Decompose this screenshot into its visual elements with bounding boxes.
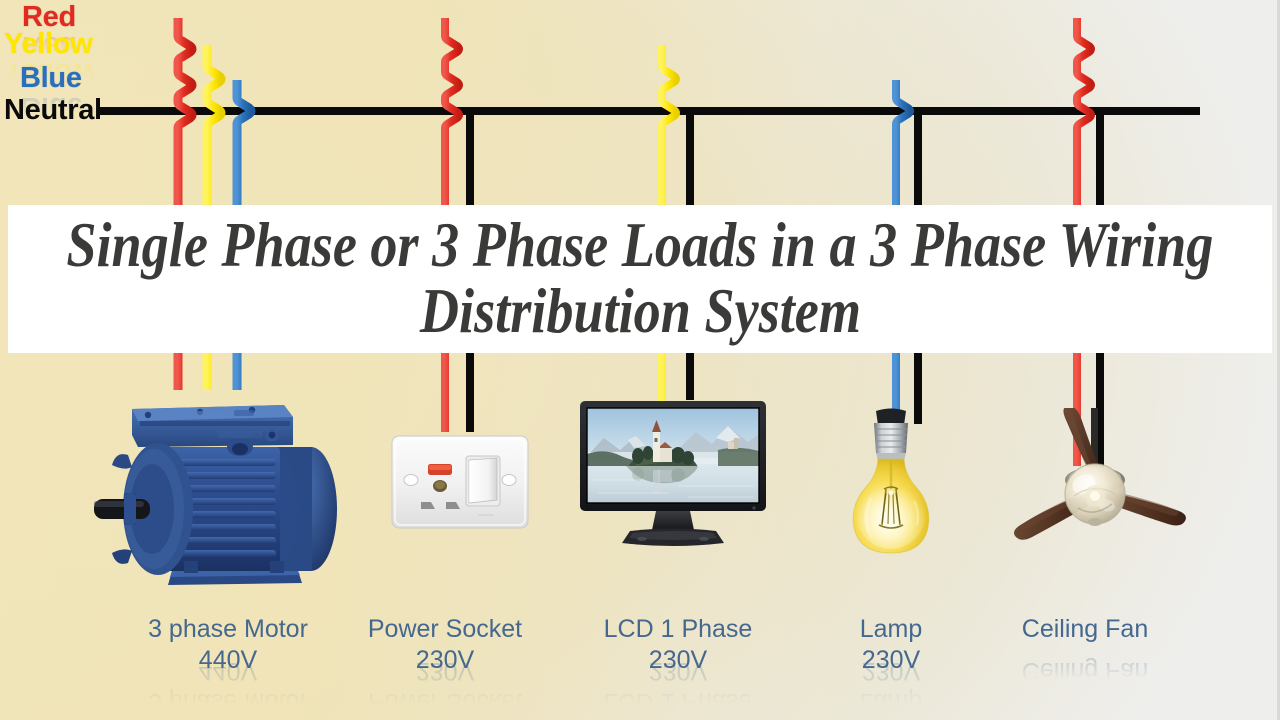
caption-lcd: LCD 1 Phase 230V	[578, 614, 778, 676]
power-socket-icon	[390, 430, 530, 535]
bus-label-red: Red	[22, 1, 76, 33]
caption-lcd-voltage: 230V	[648, 646, 708, 674]
caption-fan-name: Ceiling Fan	[1021, 615, 1149, 643]
drop-wire-motor-yellow	[202, 45, 226, 390]
bus-label-yellow: Yellow	[4, 28, 93, 60]
caption-lcd-name-reflection: LCD 1 Phase	[603, 688, 753, 716]
caption-socket-name-reflection: Power Socket	[367, 688, 523, 716]
caption-socket-name: Power Socket	[367, 615, 523, 643]
caption-lamp-name-reflection: Lamp	[859, 688, 923, 716]
bus-label-blue: Blue	[20, 62, 82, 94]
drop-wire-lcd-yellow	[658, 45, 680, 410]
title-banner: Single Phase or 3 Phase Loads in a 3 Pha…	[8, 205, 1272, 353]
lcd-monitor-icon	[578, 398, 768, 548]
drop-wire-motor-red	[173, 18, 197, 390]
caption-socket: Power Socket 230V	[345, 614, 545, 676]
right-edge-border	[1277, 0, 1280, 720]
caption-socket-voltage: 230V	[415, 646, 475, 674]
page-title-line-1: Single Phase or 3 Phase Loads in a 3 Pha…	[66, 210, 1214, 280]
caption-lamp-voltage: 230V	[861, 646, 921, 674]
caption-fan: Ceiling Fan	[990, 614, 1180, 645]
caption-fan-name-reflection: Ceiling Fan	[1021, 657, 1149, 685]
caption-lamp-name: Lamp	[859, 615, 923, 643]
drop-wire-lamp-blue	[892, 80, 914, 418]
caption-fan-reflection: Ceiling Fan	[990, 655, 1180, 686]
three-phase-motor-icon	[88, 385, 368, 590]
page-title-line-2: Distribution System	[419, 276, 861, 346]
drop-wire-motor-blue	[232, 80, 256, 390]
caption-lcd-name: LCD 1 Phase	[603, 615, 753, 643]
drop-wire-socket-red	[441, 18, 463, 432]
caption-motor: 3 phase Motor 440V	[98, 614, 358, 676]
ceiling-fan-icon	[996, 405, 1196, 558]
light-bulb-icon	[836, 405, 946, 565]
caption-lamp: Lamp 230V	[816, 614, 966, 676]
bus-label-neutral: Neutral	[4, 94, 102, 126]
caption-motor-name-reflection: 3 phase Motor	[148, 688, 308, 716]
caption-motor-name: 3 phase Motor	[148, 615, 308, 643]
caption-motor-voltage: 440V	[198, 646, 258, 674]
drop-wire-fan-red	[1073, 18, 1095, 466]
